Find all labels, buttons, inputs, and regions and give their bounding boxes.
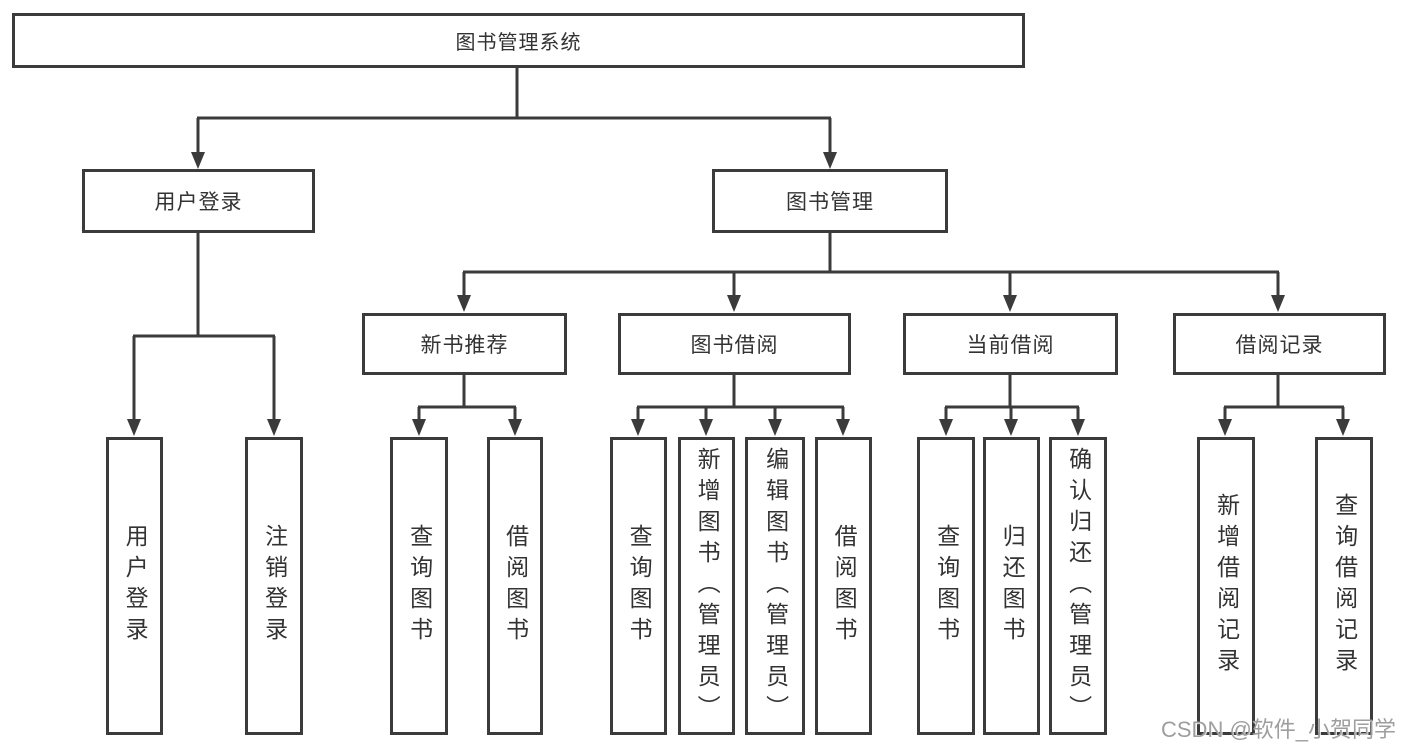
node-user-login: 用户登录 — [82, 169, 315, 233]
node-book-management: 图书管理 — [712, 169, 948, 233]
arrow-down-icon — [1271, 295, 1285, 312]
node-label: 用户登录 — [122, 524, 149, 648]
arrow-down-icon — [508, 419, 522, 436]
node-label: 图书管理系统 — [455, 32, 582, 54]
arrow-down-icon — [939, 419, 953, 436]
connector-line — [132, 68, 1345, 424]
node-label: 查询图书 — [933, 524, 960, 648]
node-label: 查询借阅记录 — [1331, 493, 1358, 679]
node-label: 借阅图书 — [831, 524, 858, 648]
csdn-watermark: CSDN @软件_小贺同学 — [1161, 717, 1397, 742]
leaf-borrow-books-recommend: 借阅图书 — [487, 437, 543, 735]
node-book-borrowing: 图书借阅 — [618, 313, 851, 375]
node-label: 归还图书 — [999, 524, 1026, 648]
leaf-query-borrow-record: 查询借阅记录 — [1315, 437, 1373, 735]
arrow-down-icon — [127, 419, 141, 436]
node-current-borrowing: 当前借阅 — [903, 313, 1118, 375]
node-label: 确认归还（管理员） — [1065, 446, 1092, 726]
node-label: 用户登录 — [154, 191, 243, 214]
node-label: 当前借阅 — [966, 334, 1055, 357]
leaf-edit-book-admin: 编辑图书（管理员） — [745, 437, 805, 735]
node-label: 图书借阅 — [690, 334, 779, 357]
arrow-down-icon — [699, 419, 713, 436]
arrow-down-icon — [267, 419, 281, 436]
leaf-add-book-admin: 新增图书（管理员） — [678, 437, 735, 735]
leaf-borrow-books: 借阅图书 — [815, 437, 872, 735]
arrow-down-icon — [1218, 419, 1232, 436]
node-label: 编辑图书（管理员） — [762, 446, 789, 726]
leaf-confirm-return-admin: 确认归还（管理员） — [1049, 437, 1107, 735]
node-label: 借阅图书 — [502, 524, 529, 648]
arrow-down-icon — [1004, 419, 1018, 436]
node-label: 查询图书 — [626, 524, 653, 648]
leaf-logout: 注销登录 — [245, 437, 303, 735]
leaf-query-books-borrowing: 查询图书 — [610, 437, 667, 735]
arrow-down-icon — [191, 152, 205, 169]
node-label: 新增图书（管理员） — [694, 446, 721, 726]
arrow-down-icon — [631, 419, 645, 436]
node-new-book-recommendation: 新书推荐 — [362, 313, 567, 375]
node-label: 查询图书 — [406, 524, 433, 648]
node-label: 新增借阅记录 — [1213, 493, 1240, 679]
arrow-down-icon — [727, 295, 741, 312]
node-label: 新书推荐 — [420, 334, 509, 357]
arrow-down-icon — [823, 152, 837, 169]
leaf-query-books-recommend: 查询图书 — [390, 437, 448, 735]
arrow-down-icons — [127, 152, 1350, 436]
node-label: 借阅记录 — [1235, 334, 1324, 357]
arrow-down-icon — [457, 295, 471, 312]
node-label: 图书管理 — [786, 191, 874, 214]
leaf-return-books: 归还图书 — [983, 437, 1040, 735]
leaf-user-login: 用户登录 — [106, 437, 163, 735]
arrow-down-icon — [1071, 419, 1085, 436]
node-library-system: 图书管理系统 — [12, 13, 1025, 68]
leaf-query-books-current: 查询图书 — [917, 437, 975, 735]
arrow-down-icon — [1003, 295, 1017, 312]
arrow-down-icon — [1336, 419, 1350, 436]
arrow-down-icon — [768, 419, 782, 436]
node-borrowing-records: 借阅记录 — [1173, 313, 1386, 375]
arrow-down-icon — [836, 419, 850, 436]
leaf-add-borrow-record: 新增借阅记录 — [1197, 437, 1255, 735]
node-label: 注销登录 — [261, 524, 288, 648]
arrow-down-icon — [412, 419, 426, 436]
